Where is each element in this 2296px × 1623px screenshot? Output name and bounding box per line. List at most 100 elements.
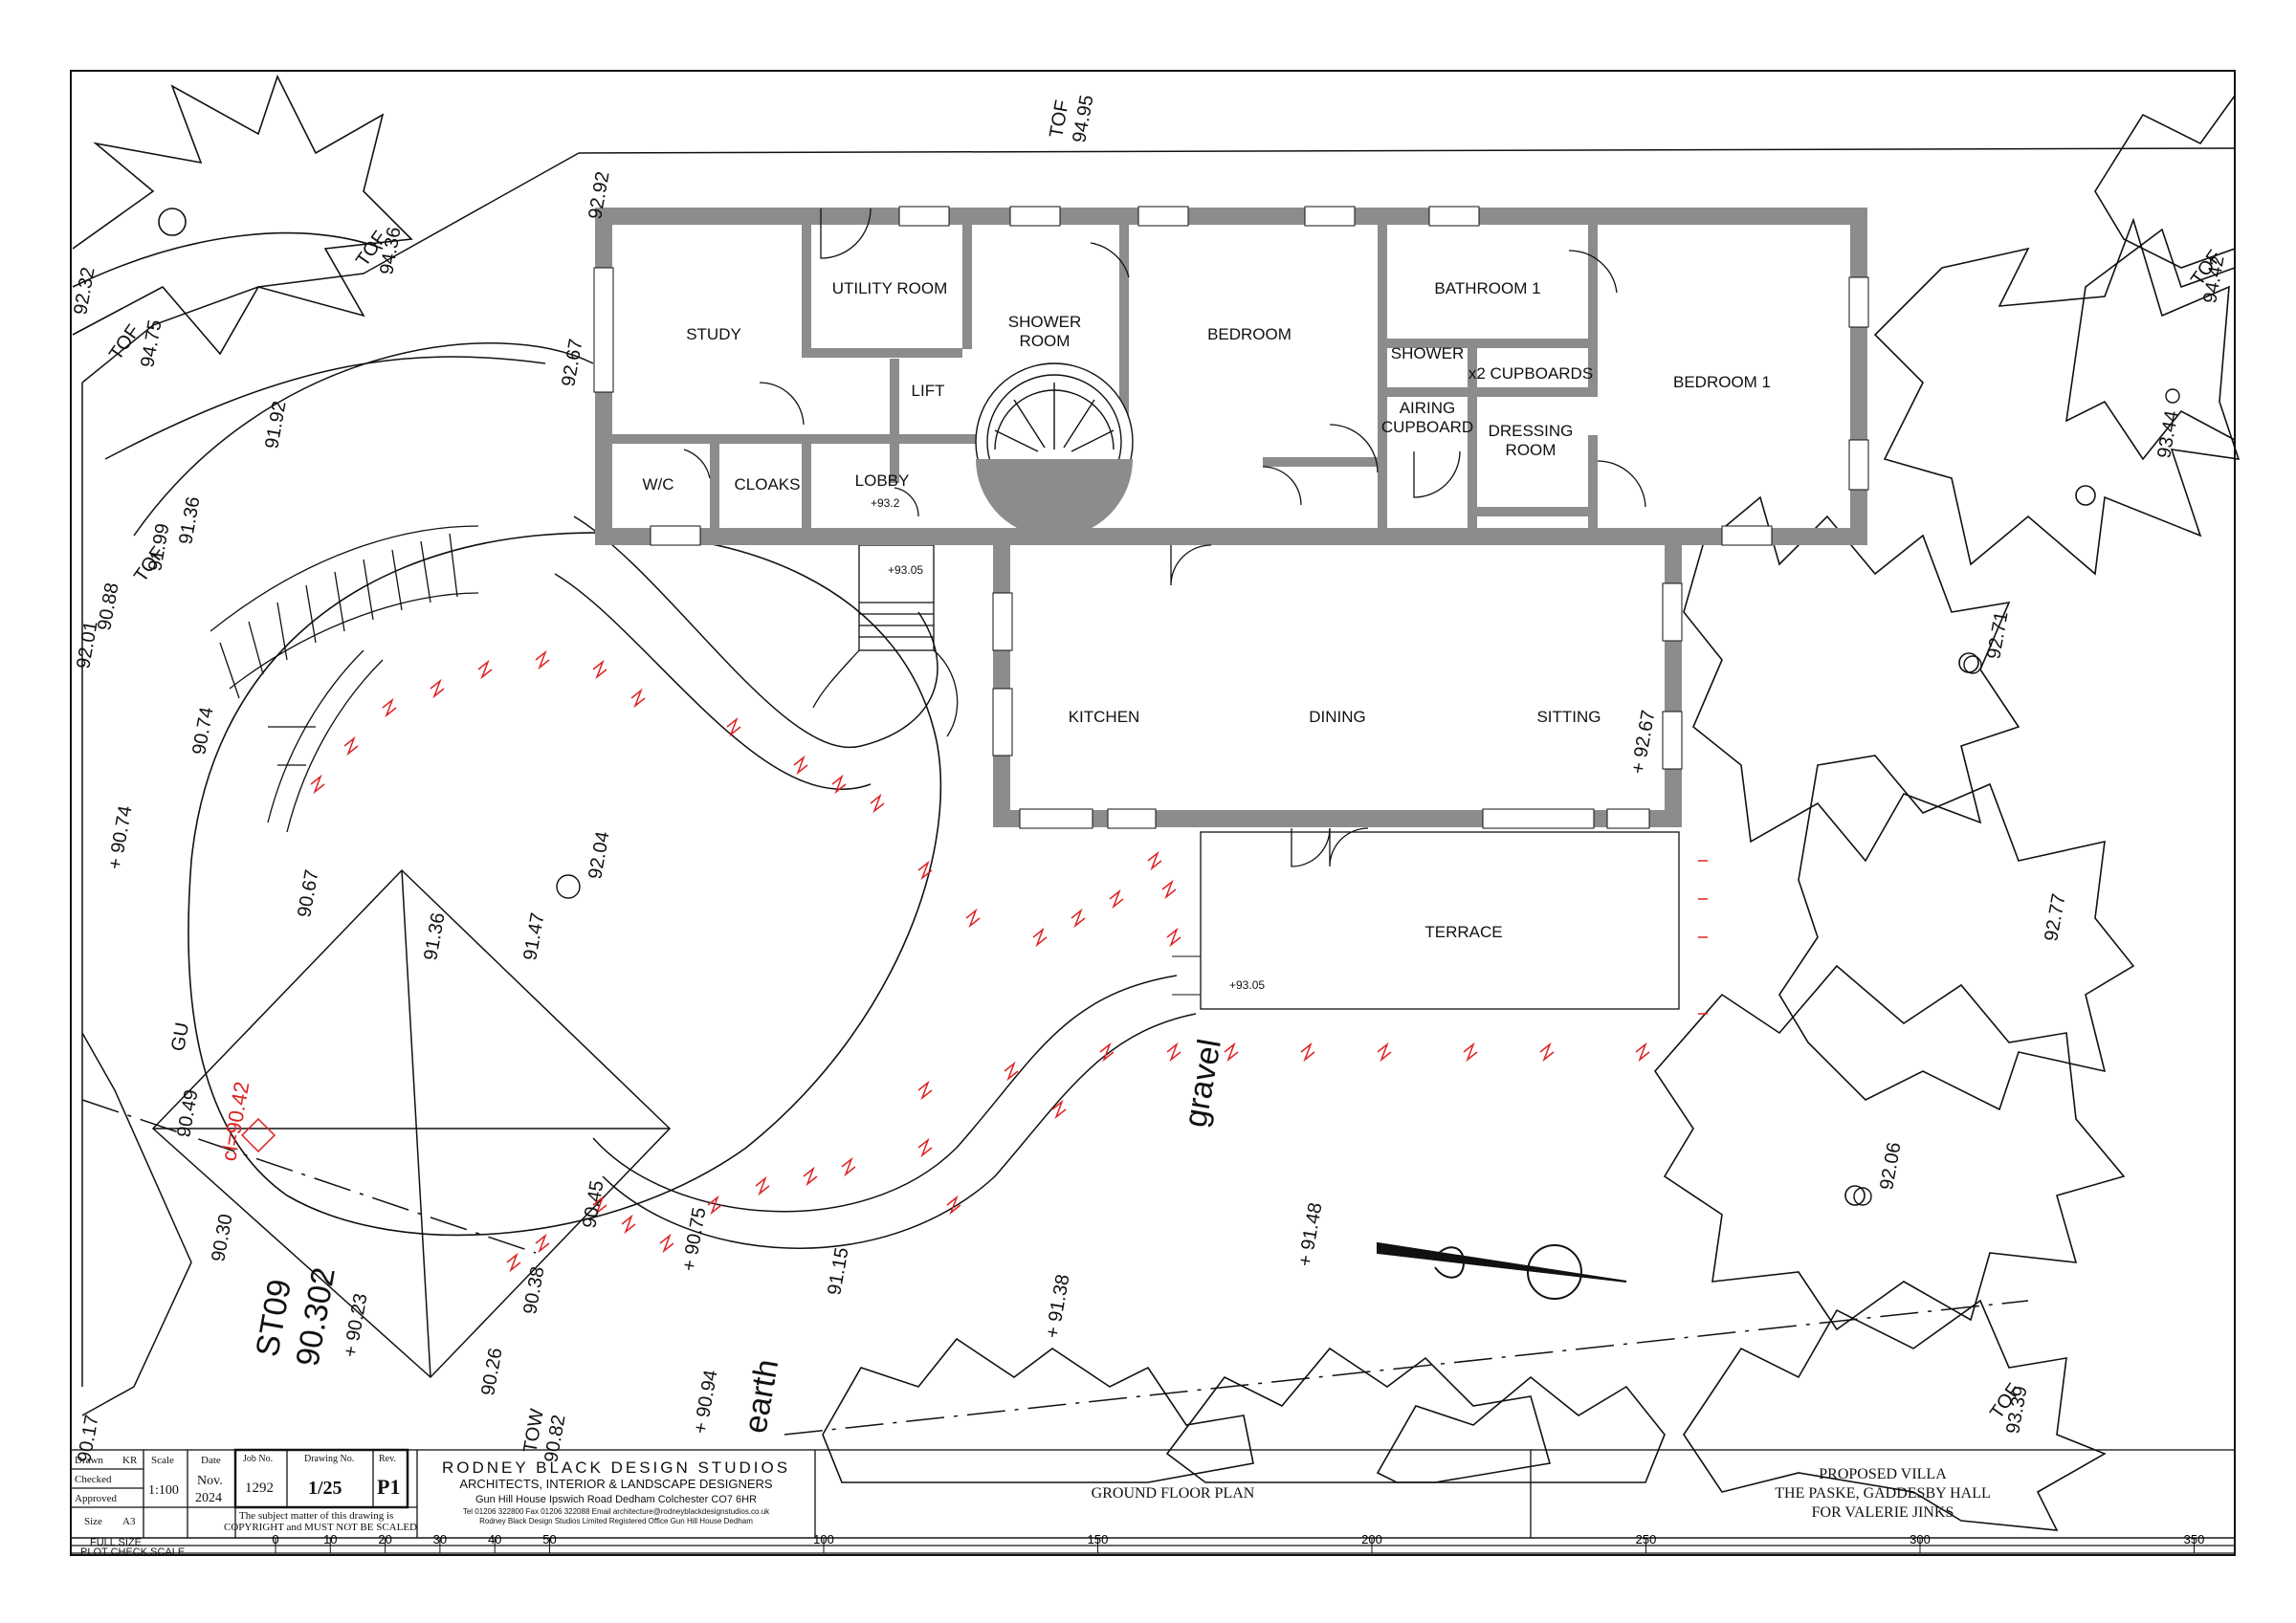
tree-canopy-right-4 (1653, 964, 2126, 1331)
tb-registered: Rodney Black Design Studios Limited Regi… (479, 1517, 753, 1525)
room-airing-1: AIRING (1400, 399, 1456, 417)
scale-tick-label: 20 (378, 1532, 391, 1546)
level-steps: +93.05 (888, 563, 923, 577)
area-earth: earth (737, 1356, 785, 1436)
scale-tick-label: 30 (433, 1532, 447, 1546)
drive-outer (592, 975, 1178, 1213)
st09-value: 90.302 (289, 1264, 342, 1369)
tree-trunk (2075, 485, 2096, 506)
level-9138: + 91.38 (1042, 1273, 1073, 1340)
level-9147: 91.47 (519, 911, 548, 962)
level-9115: 91.15 (824, 1246, 852, 1297)
tb-project-3: FOR VALERIE JINKS (1812, 1504, 1954, 1521)
level-9267b: + 92.67 (1627, 709, 1659, 776)
tb-job-value: 1292 (245, 1480, 274, 1496)
level-9344: 93.44 (2153, 409, 2182, 460)
tree-trunk (1844, 1185, 1866, 1206)
level-9023: + 90.23 (340, 1292, 371, 1359)
tree-canopy-left-large (188, 532, 942, 1237)
level-lobby-floor: +93.2 (871, 496, 900, 510)
tb-contact: Tel 01206 322800 Fax 01206 322088 Email … (463, 1507, 770, 1516)
room-bedroom1: BEDROOM 1 (1673, 373, 1771, 391)
room-dressing-2: ROOM (1506, 441, 1556, 459)
scale-plot-check: PLOT CHECK SCALE (80, 1546, 185, 1558)
swale-curve (573, 515, 938, 749)
room-dressing-1: DRESSING (1489, 422, 1574, 440)
dash-line (81, 1099, 537, 1254)
tree-canopy-right-1 (1873, 217, 2241, 576)
tb-date-label: Date (201, 1455, 221, 1466)
tree-canopy-top-left (72, 74, 413, 356)
scale-full-size: FULL SIZE (90, 1537, 142, 1548)
dash-line-2 (784, 1300, 2029, 1436)
room-kitchen: KITCHEN (1069, 708, 1140, 726)
room-bathroom1: BATHROOM 1 (1434, 279, 1540, 297)
tb-job-label: Job No. (243, 1454, 273, 1464)
north-arrow-icon (1377, 1241, 1627, 1300)
path-curve-1 (133, 342, 594, 537)
level-9204: 92.04 (585, 830, 613, 881)
door-swings (683, 208, 1646, 867)
level-9277: 92.77 (2041, 892, 2069, 943)
level-9192: 91.92 (261, 400, 290, 450)
tb-date-value-2: 2024 (195, 1491, 222, 1505)
room-shower-room-2: ROOM (1020, 332, 1071, 350)
level-9136a: 91.36 (175, 495, 204, 546)
room-dining: DINING (1309, 708, 1366, 726)
room-study: STUDY (686, 325, 741, 343)
tb-project-1: PROPOSED VILLA (1819, 1466, 1947, 1482)
tree-canopy-bottom-3 (1376, 1375, 1666, 1483)
building (593, 206, 1869, 867)
room-lobby: LOBBY (855, 472, 910, 490)
interior-walls (612, 225, 1670, 545)
tb-rev-value: P1 (377, 1475, 400, 1499)
level-labels: +93.2 +93.05 +93.05 92.92 92.67 + 92.67 … (70, 94, 2228, 1464)
scale-tick-label: 50 (542, 1532, 556, 1546)
tof-9495-value: 94.95 (1069, 94, 1097, 144)
survey-markers (556, 388, 2180, 1206)
red-spot-marks (310, 649, 1708, 1273)
tb-rev-label: Rev. (379, 1454, 396, 1464)
tb-copyright-2: COPYRIGHT and MUST NOT BE SCALED (224, 1522, 417, 1533)
tof-9475-value: 94.75 (137, 318, 166, 369)
level-9030: 90.30 (208, 1213, 236, 1263)
tree-trunk (158, 208, 187, 236)
room-labels: STUDY UTILITY ROOM SHOWER ROOM BEDROOM B… (642, 279, 1771, 1436)
level-9271: 92.71 (1983, 610, 2012, 661)
tree-canopy-right-7 (2094, 93, 2236, 269)
title-block (70, 1448, 2236, 1554)
tb-firm: RODNEY BLACK DESIGN STUDIOS (442, 1459, 790, 1477)
tb-scale-label: Scale (151, 1455, 174, 1466)
external-steps (210, 525, 479, 833)
level-9232: 92.32 (70, 266, 99, 317)
room-sitting: SITTING (1536, 708, 1601, 726)
scale-tick-label: 150 (1088, 1532, 1109, 1546)
tb-size-label: Size (84, 1516, 102, 1527)
tb-date-value-1: Nov. (197, 1474, 223, 1488)
scale-tick-label: 200 (1361, 1532, 1382, 1546)
triangle-feature (151, 868, 672, 1379)
room-utility: UTILITY ROOM (832, 279, 948, 297)
tb-size-value: A3 (122, 1516, 136, 1527)
scale-tick-label: 10 (323, 1532, 337, 1546)
room-wc: W/C (642, 475, 673, 493)
drive-inner (602, 1013, 1197, 1249)
tb-drawing-label: Drawing No. (304, 1454, 354, 1464)
tb-scale-value: 1:100 (148, 1483, 179, 1498)
cl-marker (240, 1117, 276, 1153)
level-9094: + 90.94 (690, 1369, 721, 1436)
scale-tick-label: 250 (1636, 1532, 1657, 1546)
st09-label: ST09 (249, 1277, 298, 1360)
level-9267a: 92.67 (558, 338, 586, 388)
tb-firm-sub: ARCHITECTS, INTERIOR & LANDSCAPE DESIGNE… (459, 1477, 773, 1491)
level-9049: 90.49 (173, 1088, 202, 1139)
room-cloaks: CLOAKS (735, 475, 801, 493)
area-gravel: gravel (1177, 1037, 1228, 1130)
top-boundary-line (578, 147, 2236, 154)
title-block-text: Drawn KR Checked Approved Size A3 Scale … (75, 1454, 1991, 1558)
level-9206: 92.06 (1876, 1141, 1905, 1192)
room-airing-2: CUPBOARD (1381, 418, 1473, 436)
scale-tick-label: 350 (2184, 1532, 2205, 1546)
level-9074a: 90.74 (188, 706, 217, 757)
